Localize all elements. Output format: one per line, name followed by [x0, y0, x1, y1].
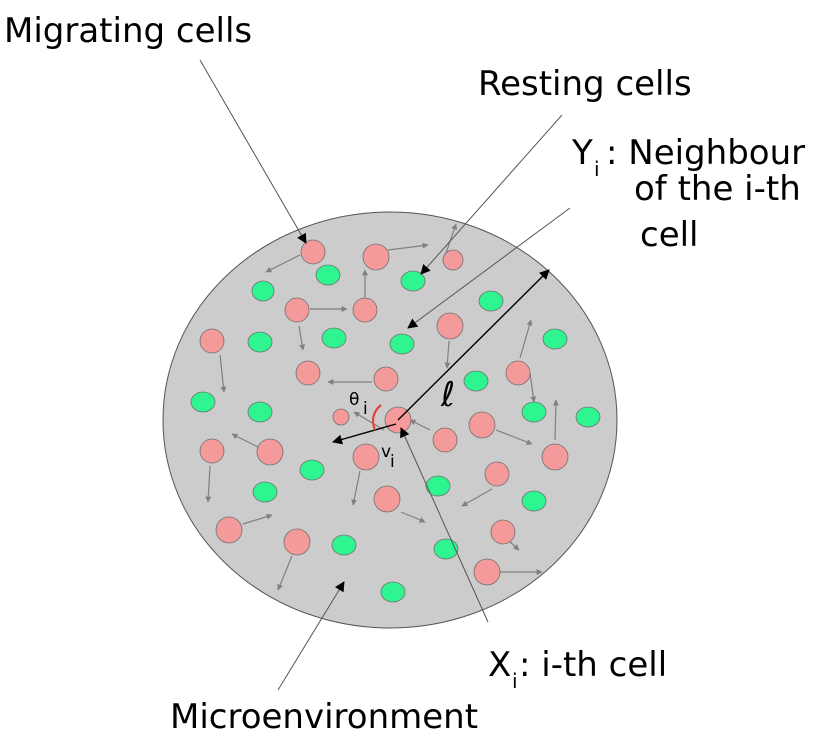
- velocity-vector: [332, 423, 397, 445]
- resting-cell: [190, 391, 216, 413]
- migrating-cell: [473, 558, 501, 586]
- neighbourhood-radius-line: [397, 269, 550, 421]
- migrating-cell: [256, 438, 284, 466]
- velocity-arrow: [519, 319, 533, 359]
- theta-subscript: i: [363, 399, 368, 419]
- velocity-arrow: [351, 470, 361, 506]
- velocity-subscript: i: [390, 452, 395, 472]
- resting-cell: [331, 534, 357, 556]
- migrating-cell: [352, 297, 378, 323]
- velocity-arrow: [461, 488, 493, 507]
- velocity-arrow: [495, 429, 533, 445]
- migrating-cell: [505, 360, 531, 386]
- velocity-arrow: [444, 340, 451, 369]
- velocity-arrow: [298, 325, 306, 351]
- resting-cell: [521, 401, 547, 423]
- resting-leader: [420, 114, 563, 275]
- migrating-cell: [362, 243, 390, 271]
- resting-cell: [321, 327, 347, 349]
- migrating-cells: [199, 239, 569, 586]
- migrating-cell: [541, 443, 569, 471]
- resting-cell: [521, 490, 547, 512]
- migrating-leader: [199, 59, 307, 244]
- resting-cell: [542, 328, 568, 350]
- migrating-cell: [373, 485, 401, 513]
- resting-cell: [400, 270, 426, 292]
- microenvironment-leader: [277, 581, 345, 691]
- migrating-cell: [436, 312, 464, 340]
- velocity-arrow: [409, 419, 431, 431]
- neighbour-y-subscript: i: [594, 157, 600, 181]
- neighbour-label-line2: of the i-th: [634, 169, 801, 209]
- neighbour-label-line3: cell: [640, 215, 699, 255]
- resting-cell: [380, 581, 406, 603]
- resting-cell: [433, 538, 459, 560]
- ith-cell-label: : i-th cell: [519, 645, 667, 685]
- velocity-symbol: v: [381, 442, 391, 462]
- velocity-arrow: [265, 254, 301, 273]
- migrating-cell: [199, 438, 225, 464]
- migrating-cells-label: Migrating cells: [4, 11, 252, 51]
- velocity-arrow: [445, 223, 458, 254]
- resting-cell: [425, 475, 451, 497]
- migrating-cell: [295, 360, 321, 386]
- migrating-cell: [373, 366, 399, 392]
- velocity-arrow: [277, 555, 293, 591]
- velocity-arrow: [242, 513, 273, 525]
- resting-cells: [190, 264, 601, 603]
- migrating-cell: [442, 249, 464, 271]
- resting-cell: [252, 481, 278, 503]
- resting-cell: [315, 264, 341, 286]
- resting-cell: [247, 401, 273, 423]
- velocity-arrow: [219, 354, 227, 393]
- velocity-arrow: [387, 242, 429, 251]
- migrating-cell: [490, 519, 516, 545]
- neighbour-leader: [407, 207, 571, 329]
- ith-cell-x-symbol: X: [488, 645, 511, 685]
- velocity-arrow: [529, 372, 537, 403]
- resting-cell: [478, 290, 504, 312]
- resting-cell: [299, 459, 325, 481]
- angle-arc: [371, 404, 382, 431]
- resting-cell: [389, 333, 415, 355]
- ell-symbol: ℓ: [440, 375, 455, 415]
- resting-cell: [575, 406, 601, 428]
- microenvironment-label: Microenvironment: [170, 697, 478, 737]
- leader-lines: [199, 59, 571, 691]
- cell-velocity-arrows: [205, 223, 559, 591]
- resting-cell: [463, 370, 489, 392]
- migrating-cell: [199, 328, 225, 354]
- migrating-cell: [332, 408, 350, 426]
- ith-cell-leader: [400, 427, 489, 623]
- resting-cell: [247, 331, 273, 353]
- neighbour-y-symbol: Y: [571, 133, 593, 173]
- velocity-arrow: [400, 511, 426, 523]
- theta-symbol: θ: [349, 390, 359, 410]
- resting-cells-label: Resting cells: [478, 64, 692, 104]
- velocity-arrow: [231, 433, 259, 448]
- migrating-cell: [352, 443, 380, 471]
- velocity-arrow: [353, 411, 385, 431]
- neighbour-label-line1: : Neighbour: [606, 133, 805, 173]
- migrating-cell: [484, 461, 510, 487]
- ith-cell-x-subscript: i: [512, 669, 518, 693]
- migrating-cell: [300, 239, 326, 265]
- migrating-cell: [284, 297, 310, 323]
- migrating-cell: [468, 411, 496, 439]
- velocity-arrow: [205, 465, 212, 503]
- resting-cell: [251, 280, 275, 302]
- velocity-arrow: [552, 399, 559, 441]
- migrating-cell: [283, 528, 311, 556]
- migrating-cell: [215, 516, 243, 544]
- migrating-cell: [432, 427, 458, 453]
